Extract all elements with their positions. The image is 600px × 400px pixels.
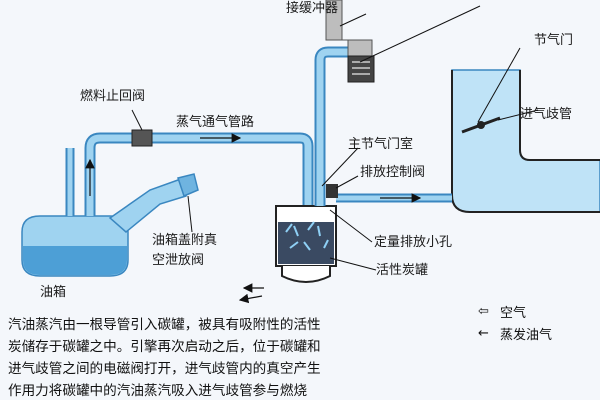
- legend: ⇦ 空气 ← 蒸发油气: [478, 300, 598, 344]
- throttle-plate: [461, 116, 501, 134]
- label-fixed-orifice: 定量排放小孔: [374, 235, 452, 250]
- hollow-arrow-icon: ⇦: [478, 303, 489, 319]
- purge-control-valve: [326, 184, 338, 198]
- label-vapor-line: 蒸气通气管路: [176, 114, 254, 130]
- label-connector: 接缓冲器: [286, 0, 338, 16]
- intake-manifold: [451, 69, 600, 213]
- label-fuel-tank: 油箱: [40, 284, 66, 300]
- vapor-line: [65, 132, 314, 216]
- label-canister: 活性炭罐: [376, 263, 428, 278]
- legend-air: ⇦ 空气: [478, 303, 527, 321]
- label-fuel-cap-valve-2: 空泄放阀: [152, 253, 204, 268]
- fuel-check-valve: [131, 129, 153, 147]
- charcoal-canister: [238, 205, 337, 304]
- label-main-throttle-chamber: 主节气门室: [348, 136, 413, 152]
- description-text: 汽油蒸汽由一根导管引入碳罐，被具有吸附性的活性 炭储存于碳罐之中。引擎再次启动之…: [8, 317, 321, 399]
- label-purge-valve: 排放控制阀: [360, 165, 425, 180]
- solid-arrow-icon: ←: [478, 325, 489, 341]
- label-fuel-check-valve: 燃料止回阀: [80, 88, 145, 104]
- label-throttle: 节气门: [534, 32, 573, 48]
- label-intake-manifold: 进气歧管: [520, 106, 572, 122]
- legend-vapor: ← 蒸发油气: [478, 325, 553, 343]
- fuel-tank: [21, 173, 199, 277]
- label-fuel-cap-valve-1: 油箱盖附真: [152, 232, 217, 248]
- purge-line: [314, 46, 452, 206]
